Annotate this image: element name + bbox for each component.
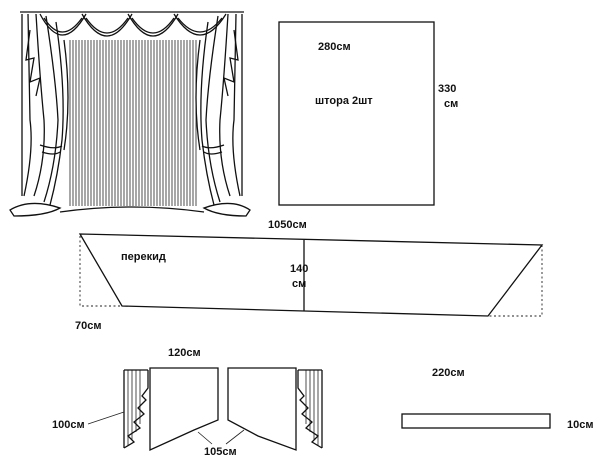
left-drape: [9, 13, 69, 217]
bottom-leader-right: [225, 429, 245, 445]
right-jabot-panel: [227, 367, 297, 451]
panel-rectangle: [278, 21, 435, 206]
swag-height-unit: см: [292, 278, 306, 290]
drapery-illustration: [9, 11, 251, 217]
jabot-bottom-label: 105см: [204, 446, 237, 458]
tie-pattern: 220см 10см: [401, 367, 594, 431]
bottom-leader-left: [197, 431, 213, 445]
tie-strip: [401, 413, 551, 429]
swag-side-label: 70см: [75, 320, 102, 332]
tie-length-label: 220см: [432, 367, 465, 379]
panel-curtain-pattern: 280см штора 2шт 330 см: [278, 21, 458, 206]
jabot-side-label: 100см: [52, 419, 85, 431]
panel-height-unit: см: [444, 98, 458, 110]
right-jabot-cascade: [297, 369, 323, 449]
panel-width-label: 280см: [318, 41, 351, 53]
swag-name-label: перекид: [121, 251, 166, 263]
swag-left-guide: [79, 236, 122, 307]
panel-name-label: штора 2шт: [315, 95, 373, 107]
tie-height-label: 10см: [567, 419, 594, 431]
side-leader-line: [87, 411, 125, 425]
swag-pattern: 1050см перекид 140 см 70см: [75, 219, 544, 332]
sheer-panel: [69, 40, 197, 206]
floor-hem: [59, 206, 205, 213]
panel-height-value: 330: [438, 83, 456, 95]
left-jabot-cascade: [123, 369, 149, 449]
jabot-pattern: 120см 100см 105см: [52, 347, 323, 458]
right-drape: [195, 13, 251, 217]
left-jabot-panel: [149, 367, 219, 452]
swag-right-guide: [488, 245, 543, 317]
top-swags: [39, 13, 227, 37]
swag-top-label: 1050см: [268, 219, 307, 231]
swag-trapezoid: [78, 233, 544, 317]
swag-height-value: 140: [290, 263, 308, 275]
jabot-top-label: 120см: [168, 347, 201, 359]
